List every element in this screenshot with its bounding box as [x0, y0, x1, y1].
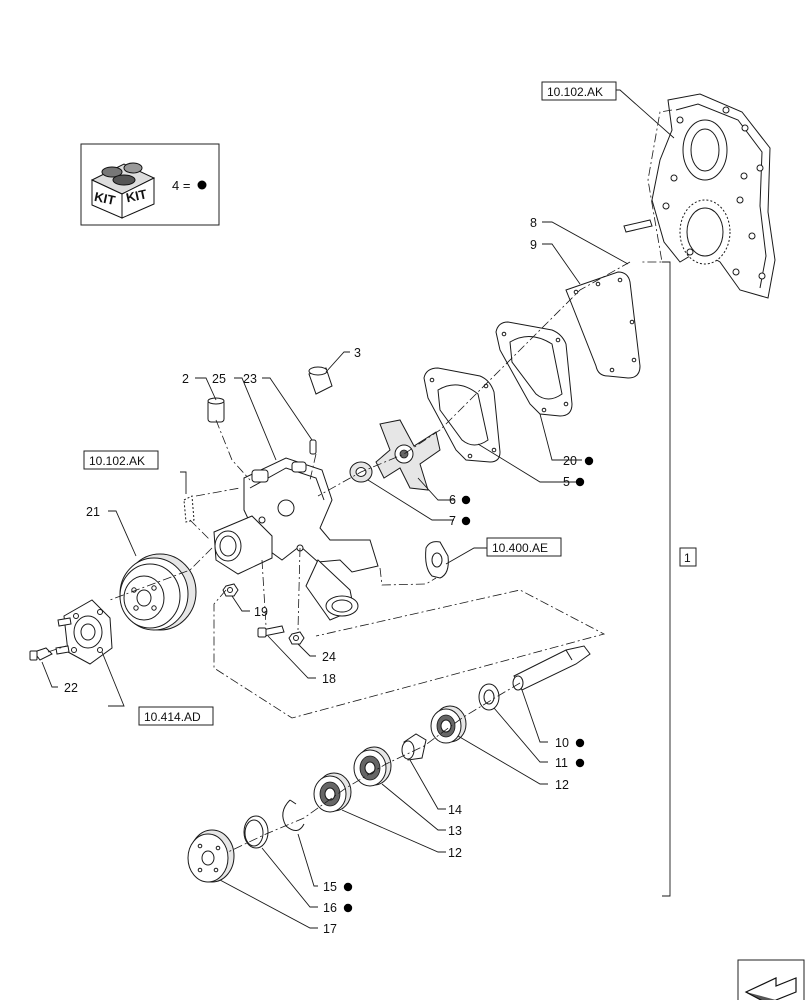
callout-23: 23 [243, 372, 257, 386]
flange-17 [187, 829, 235, 883]
callout-5: 5 [563, 475, 570, 489]
bolt-18 [257, 625, 285, 638]
hub [55, 599, 113, 665]
ref-housing-side[interactable]: 10.102.AK [83, 450, 159, 470]
kit-box-icon: KIT KIT [90, 162, 156, 219]
kit-marker-dot [197, 180, 207, 190]
gasket-plate-9 [565, 271, 641, 379]
nut-24 [288, 631, 305, 645]
bearing-13 [353, 746, 392, 787]
next-page-arrow-icon[interactable] [737, 959, 805, 1000]
callout-3: 3 [354, 346, 361, 360]
callout-21: 21 [86, 505, 100, 519]
callout-18: 18 [322, 672, 336, 686]
bearing-12-upper [430, 705, 467, 744]
ring-16 [243, 815, 269, 849]
callout-15: 15 [323, 880, 337, 894]
washer [478, 683, 500, 711]
nut-19 [222, 583, 239, 597]
kit-label-right: KIT [125, 186, 149, 205]
callout-19: 19 [254, 605, 268, 619]
engine-front-cover [623, 93, 776, 299]
impeller [375, 419, 441, 491]
callout-24: 24 [322, 650, 336, 664]
callouts: 2 25 23 3 8 9 20 5 6 7 21 19 24 18 22 10… [64, 216, 577, 936]
ref-housing-side-label: 10.102.AK [89, 454, 145, 468]
kit-equation: 4 = [172, 178, 190, 193]
leader-lines [41, 89, 675, 929]
callout-22: 22 [64, 681, 78, 695]
ref-hub-label: 10.414.AD [144, 710, 201, 724]
pin-23 [309, 439, 317, 455]
bolt-22 [29, 647, 53, 661]
assembly-lines [47, 109, 673, 853]
plug-3 [308, 366, 333, 395]
callout-13: 13 [448, 824, 462, 838]
callout-14: 14 [448, 803, 462, 817]
callout-17: 17 [323, 922, 337, 936]
ref-gasket[interactable]: 10.400.AE [486, 537, 562, 557]
pulley [119, 553, 197, 631]
ref-gasket-label: 10.400.AE [492, 541, 548, 555]
ref-engine-cover[interactable]: 10.102.AK [541, 81, 617, 101]
ref-hub[interactable]: 10.414.AD [138, 706, 214, 726]
gasket-5 [423, 367, 501, 463]
bearing-12-lower [313, 772, 352, 813]
callout-11: 11 [555, 756, 568, 770]
kit-label-left: KIT [93, 189, 117, 208]
callout-9: 9 [530, 238, 537, 252]
gasket-20 [495, 321, 573, 417]
callout-10: 10 [555, 736, 569, 750]
spacer-14 [401, 733, 427, 761]
callout-25: 25 [212, 372, 226, 386]
callout-12-upper: 12 [555, 778, 569, 792]
ref-bracket: 1 [679, 547, 697, 567]
callout-8: 8 [530, 216, 537, 230]
plug-2 [207, 397, 225, 423]
callout-6: 6 [449, 493, 456, 507]
callout-16: 16 [323, 901, 337, 915]
callout-2: 2 [182, 372, 189, 386]
outlet-gasket [425, 541, 449, 579]
housing-side-bracket [183, 495, 195, 523]
pump-housing [213, 457, 379, 621]
ref-bracket-label: 1 [684, 551, 691, 565]
callout-7: 7 [449, 514, 456, 528]
callout-20: 20 [563, 454, 577, 468]
shaft [512, 645, 591, 691]
kit-legend: KIT KIT 4 = [80, 143, 220, 226]
callout-12-lower: 12 [448, 846, 462, 860]
kit-marker-dots [343, 456, 594, 913]
ref-engine-cover-label: 10.102.AK [547, 85, 603, 99]
